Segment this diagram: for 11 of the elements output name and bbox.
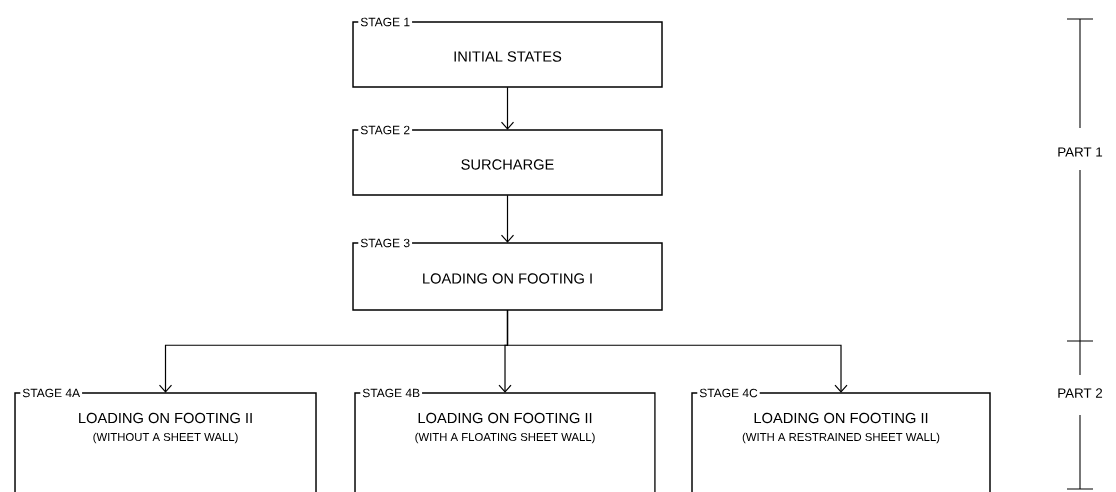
stage-box: STAGE 2 SURCHARGE (352, 123, 663, 196)
part-label: PART 2 (1058, 388, 1103, 398)
arrow (500, 86, 515, 130)
stage-box: STAGE 3 LOADING ON FOOTING I (352, 236, 663, 311)
arrow (506, 309, 848, 393)
stage-box: STAGE 1 INITIAL STATES (352, 15, 663, 88)
stage-box: STAGE 4B LOADING ON FOOTING II (WITH A FLOATING SHEET WALL) (354, 386, 656, 492)
stage-box: STAGE 4A LOADING ON FOOTING II (WITHOUT A SHEET WALL) (14, 386, 317, 492)
part-label: PART 1 (1058, 147, 1103, 157)
stage-box: STAGE 4C LOADING ON FOOTING II (WITH A RESTRAINED SHEET WALL) (691, 386, 991, 492)
arrow (500, 194, 515, 243)
